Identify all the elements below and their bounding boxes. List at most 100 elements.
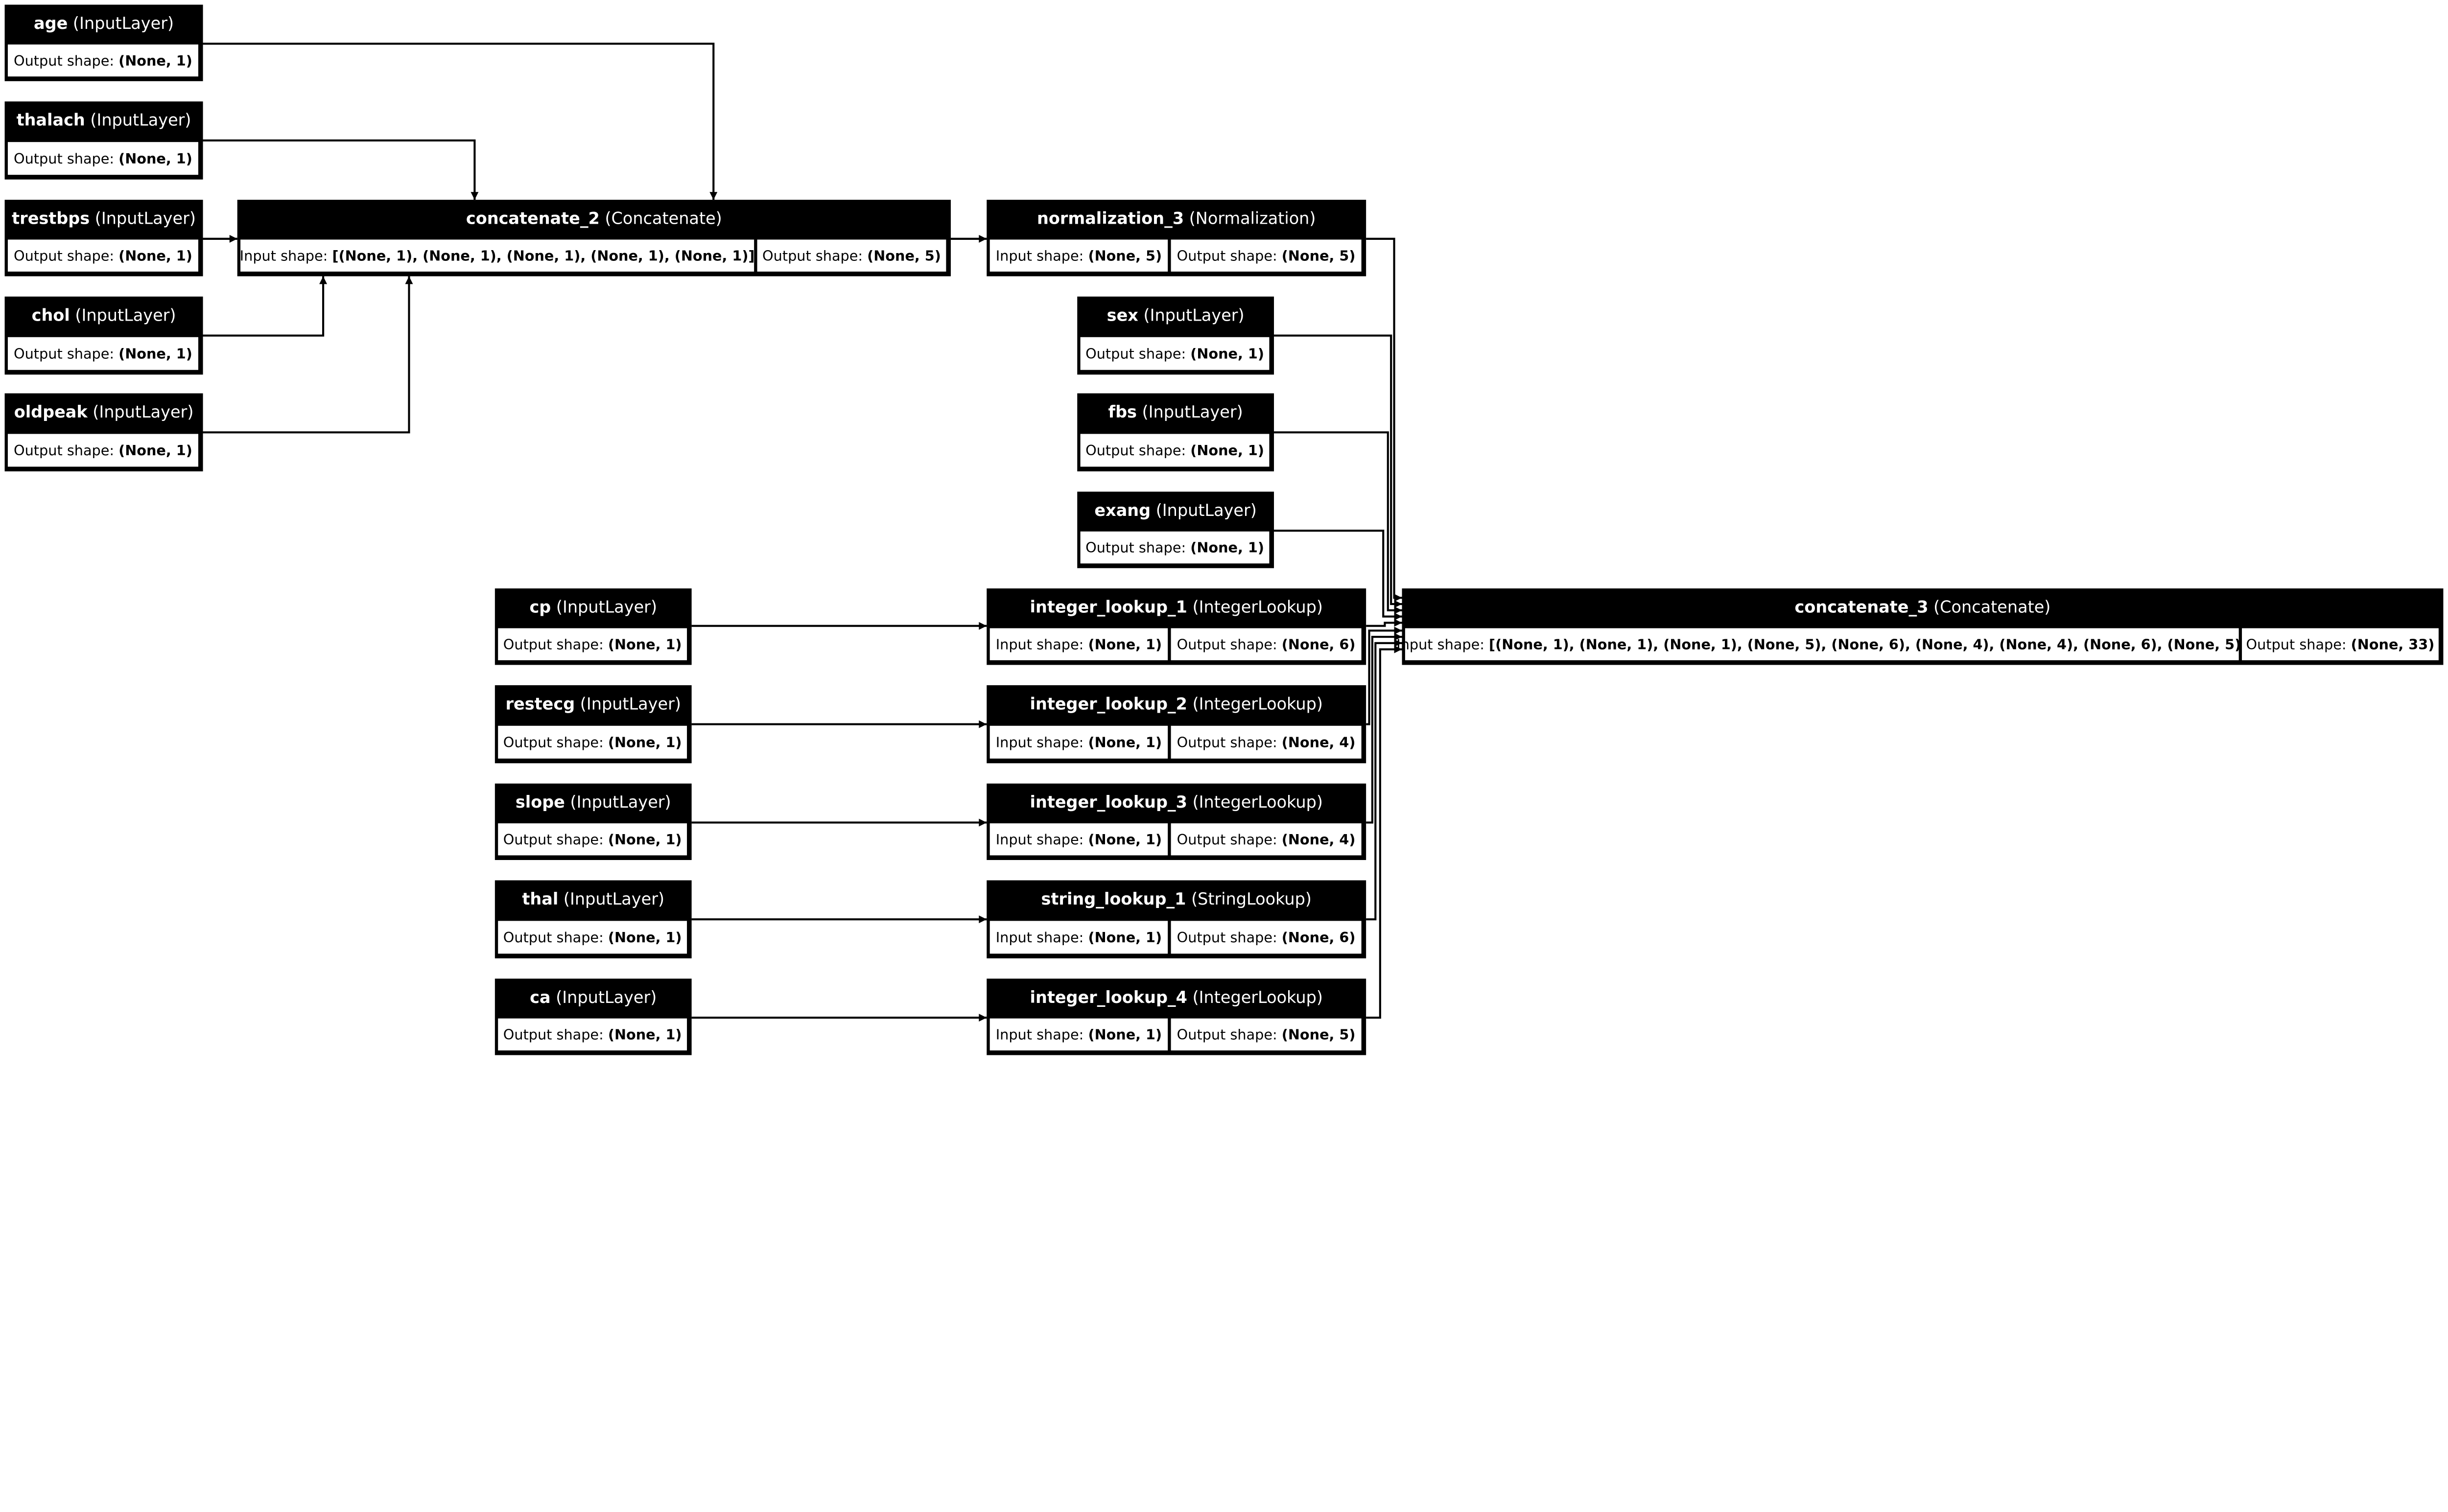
output-shape-cell xyxy=(1171,239,1362,272)
edges xyxy=(203,43,1402,1022)
output-shape-cell xyxy=(1171,628,1362,660)
output-shape-text: Output shape: (None, 4) xyxy=(1177,734,1356,750)
layer-node-chol[interactable]: chol (InputLayer) Output shape: (None, 1) xyxy=(4,296,203,375)
node-title: concatenate_3 (Concatenate) xyxy=(1795,598,2051,617)
layer-node-thal[interactable]: thal (InputLayer)Output shape: (None, 1) xyxy=(494,880,692,958)
layer-name: restecg xyxy=(506,694,575,713)
output-shape-cell xyxy=(498,823,687,856)
input-shape-cell xyxy=(989,628,1168,660)
output-shape-text: Output shape: (None, 1) xyxy=(503,831,682,848)
output-shape-cell xyxy=(2242,628,2439,660)
input-shape-text: Input shape: (None, 1) xyxy=(996,636,1162,652)
node-title: restecg (InputLayer) xyxy=(506,694,681,713)
output-shape-cell xyxy=(498,1018,687,1051)
layer-node-cp[interactable]: cp (InputLayer)Output shape: (None, 1) xyxy=(494,588,692,665)
input-shape-text: Input shape: (None, 5) xyxy=(996,247,1162,264)
node-title: slope (InputLayer) xyxy=(516,792,671,812)
node-title: sex (InputLayer) xyxy=(1107,305,1245,325)
node-title: chol (InputLayer) xyxy=(32,305,176,325)
layer-node-sex[interactable]: sex (InputLayer) Output shape: (None, 1) xyxy=(1077,296,1274,375)
layer-node-integer_lookup_1[interactable]: integer_lookup_1 (IntegerLookup) Input sh… xyxy=(987,588,1366,665)
layer-name: age xyxy=(34,14,68,33)
layer-type: (Concatenate) xyxy=(1928,598,2050,617)
layer-type: (InputLayer) xyxy=(68,14,174,33)
output-shape-cell xyxy=(757,239,946,272)
output-shape-cell xyxy=(7,337,198,370)
layer-name: concatenate_3 xyxy=(1795,598,1929,617)
node-title: ca (InputLayer) xyxy=(530,988,657,1007)
output-shape-text: Output shape: (None, 1) xyxy=(503,1026,682,1043)
edge-oldpeak-to-concatenate_2 xyxy=(203,276,413,434)
layer-node-thalach[interactable]: thalach (InputLayer) Output shape: (None,… xyxy=(4,101,203,180)
layer-node-restecg[interactable]: restecg (InputLayer)Output shape: (None,… xyxy=(494,685,692,764)
layer-name: fbs xyxy=(1108,402,1137,421)
layer-type: (StringLookup) xyxy=(1186,889,1311,908)
layer-name: chol xyxy=(32,305,70,325)
layer-type: (InputLayer) xyxy=(1138,305,1245,325)
output-shape-cell xyxy=(7,44,198,77)
edge-fbs-to-concatenate_3 xyxy=(1274,431,1402,614)
layer-node-integer_lookup_4[interactable]: integer_lookup_4 (IntegerLookup)Input sh… xyxy=(987,978,1366,1055)
layer-name: trestbps xyxy=(12,209,90,228)
layer-node-ca[interactable]: ca (InputLayer) Output shape: (None, 1) xyxy=(494,978,692,1055)
layer-type: (InputLayer) xyxy=(85,111,191,130)
layer-node-age[interactable]: age (InputLayer)Output shape: (None, 1) xyxy=(4,4,203,81)
layer-node-concatenate_2[interactable]: concatenate_2 (Concatenate)Input shape: … xyxy=(237,200,951,277)
edge-normalization_3-to-concatenate_3 xyxy=(1366,237,1402,602)
output-shape-text: Output shape: (None, 1) xyxy=(14,442,192,459)
node-title: concatenate_2 (Concatenate) xyxy=(466,209,722,228)
layer-node-oldpeak[interactable]: oldpeak (InputLayer)Output shape: (None,… xyxy=(4,393,203,472)
layer-node-normalization_3[interactable]: normalization_3 (Normalization)Input sha… xyxy=(987,200,1366,277)
node-title: string_lookup_1 (StringLookup) xyxy=(1041,889,1312,908)
input-shape-cell xyxy=(989,1018,1168,1051)
model-graph: age (InputLayer)Output shape: (None, 1)t… xyxy=(4,4,2444,1055)
edge-chol-to-concatenate_2 xyxy=(203,276,328,337)
output-shape-cell xyxy=(7,239,198,272)
layer-type: (InputLayer) xyxy=(1137,402,1243,421)
layer-node-concatenate_3[interactable]: concatenate_3 (Concatenate) Input shape: … xyxy=(1396,588,2444,665)
output-shape-text: Output shape: (None, 1) xyxy=(1085,345,1264,362)
edge-integer_lookup_2-to-concatenate_3 xyxy=(1366,627,1402,725)
input-shape-cell xyxy=(240,239,754,272)
layer-type: (InputLayer) xyxy=(575,694,681,713)
layer-node-slope[interactable]: slope (InputLayer) Output shape: (None, 1… xyxy=(494,783,692,861)
output-shape-text: Output shape: (None, 1) xyxy=(14,345,192,362)
layer-name: string_lookup_1 xyxy=(1041,889,1186,908)
layer-node-integer_lookup_2[interactable]: integer_lookup_2 (IntegerLookup)Input sh… xyxy=(987,685,1366,764)
layer-name: slope xyxy=(516,792,565,812)
output-shape-text: Output shape: (None, 1) xyxy=(14,150,192,167)
input-shape-text: Input shape: (None, 1) xyxy=(996,831,1162,848)
edge-exang-to-concatenate_3 xyxy=(1274,530,1402,621)
layer-type: (InputLayer) xyxy=(1151,501,1257,520)
layer-node-trestbps[interactable]: trestbps (InputLayer)Output shape: (None… xyxy=(4,200,203,277)
node-title: integer_lookup_1 (IntegerLookup) xyxy=(1030,598,1323,617)
layer-node-integer_lookup_3[interactable]: integer_lookup_3 (IntegerLookup) Input sh… xyxy=(987,783,1366,861)
output-shape-text: Output shape: (None, 5) xyxy=(762,247,941,264)
layer-name: concatenate_2 xyxy=(466,209,600,228)
layer-type: (IntegerLookup) xyxy=(1187,694,1323,713)
layer-node-exang[interactable]: exang (InputLayer) Output shape: (None, 1… xyxy=(1077,491,1274,568)
input-shape-cell xyxy=(989,921,1168,954)
layer-name: cp xyxy=(529,598,551,617)
output-shape-cell xyxy=(1080,434,1270,467)
node-title: exang (InputLayer) xyxy=(1094,501,1256,520)
output-shape-cell xyxy=(1171,823,1362,856)
layer-node-string_lookup_1[interactable]: string_lookup_1 (StringLookup)Input shap… xyxy=(987,880,1366,958)
layer-node-fbs[interactable]: fbs (InputLayer)Output shape: (None, 1) xyxy=(1077,393,1274,472)
input-shape-cell xyxy=(989,239,1168,272)
output-shape-text: Output shape: (None, 1) xyxy=(1085,539,1264,556)
node-title: integer_lookup_4 (IntegerLookup) xyxy=(1030,988,1323,1007)
node-title: integer_lookup_2 (IntegerLookup) xyxy=(1030,694,1323,713)
output-shape-text: Output shape: (None, 5) xyxy=(1177,1026,1356,1043)
input-shape-text: Input shape: [(None, 1), (None, 1), (Non… xyxy=(1396,636,2247,652)
node-title: thal (InputLayer) xyxy=(522,889,664,908)
layer-name: exang xyxy=(1094,501,1151,520)
output-shape-cell xyxy=(1171,921,1362,954)
node-title: integer_lookup_3 (IntegerLookup) xyxy=(1030,792,1323,812)
layer-type: (IntegerLookup) xyxy=(1187,598,1323,617)
layer-name: normalization_3 xyxy=(1037,209,1184,228)
edge-age-to-concatenate_2 xyxy=(203,43,718,200)
layer-name: thalach xyxy=(17,111,85,130)
output-shape-text: Output shape: (None, 6) xyxy=(1177,636,1356,652)
layer-type: (IntegerLookup) xyxy=(1187,988,1323,1007)
